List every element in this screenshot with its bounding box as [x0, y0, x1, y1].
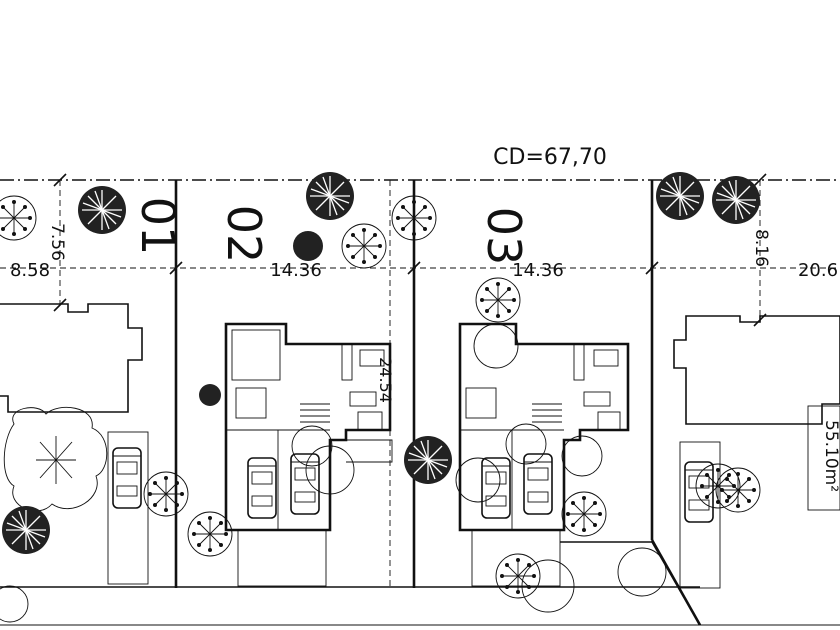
width-dimension-line [0, 173, 840, 327]
lot-02-width-label: 14.36 [270, 260, 322, 281]
trees [0, 171, 761, 623]
overlap-dimension-label: 24.54 [376, 357, 395, 403]
lot-03-house [455, 322, 701, 626]
lot-01-depth-label: 7.56 [47, 223, 67, 261]
lot-number-01: 01 [131, 197, 185, 256]
lot-01-width-label: 8.58 [10, 260, 50, 281]
street-line [0, 179, 840, 626]
lot-04-house: 55.10m² [673, 315, 840, 589]
lot-03-width-label: 14.36 [512, 260, 564, 281]
lot-number-02: 02 [217, 205, 271, 264]
lot-number-03: 03 [477, 207, 531, 266]
lot-boundaries [59, 180, 761, 626]
lot-02-house [224, 322, 393, 587]
lot-04-depth-label: 8.16 [751, 229, 771, 267]
drawing-title: CD=67,70 [493, 145, 607, 170]
lot-04-area-label: 55.10m² [821, 420, 840, 492]
lot-04-width-label: 20.6 [798, 260, 838, 281]
lot-01-house [0, 303, 149, 585]
